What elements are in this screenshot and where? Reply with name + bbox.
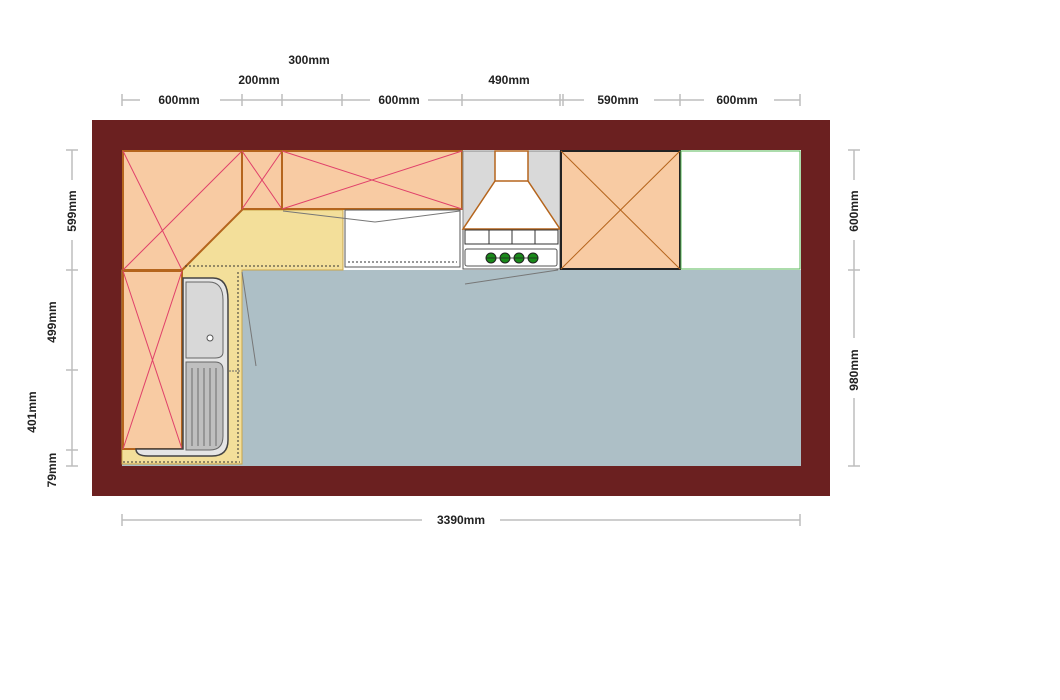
dishwasher[interactable] [344, 209, 461, 268]
dimension-top-row2: 300mm 490mm [288, 53, 529, 87]
dim-600-right: 600mm [716, 93, 757, 107]
dimension-bottom: 3390mm [121, 511, 801, 529]
dim-499: 499mm [45, 301, 59, 342]
dim-300: 300mm [288, 53, 329, 67]
sink[interactable] [135, 277, 241, 457]
dim-79: 79mm [45, 453, 59, 488]
hob-burners [485, 252, 539, 264]
dim-600-right-side: 600mm [847, 190, 861, 231]
drain-icon [206, 334, 214, 342]
dim-600-left: 600mm [158, 93, 199, 107]
dim-980: 980mm [847, 349, 861, 390]
dimension-top-row1: 600mm 200mm 600mm 590mm 600mm [121, 73, 801, 108]
dim-401: 401mm [25, 391, 39, 432]
dim-600-mid: 600mm [378, 93, 419, 107]
dim-590: 590mm [597, 93, 638, 107]
dim-3390: 3390mm [437, 513, 485, 527]
dim-599: 599mm [65, 190, 79, 231]
dim-490: 490mm [488, 73, 529, 87]
dim-200: 200mm [238, 73, 279, 87]
dimension-right: 600mm 980mm [844, 149, 864, 467]
hob-panel [464, 248, 558, 267]
fridge-space[interactable] [680, 150, 801, 270]
dimension-left: 599mm 499mm 401mm 79mm [25, 149, 82, 488]
